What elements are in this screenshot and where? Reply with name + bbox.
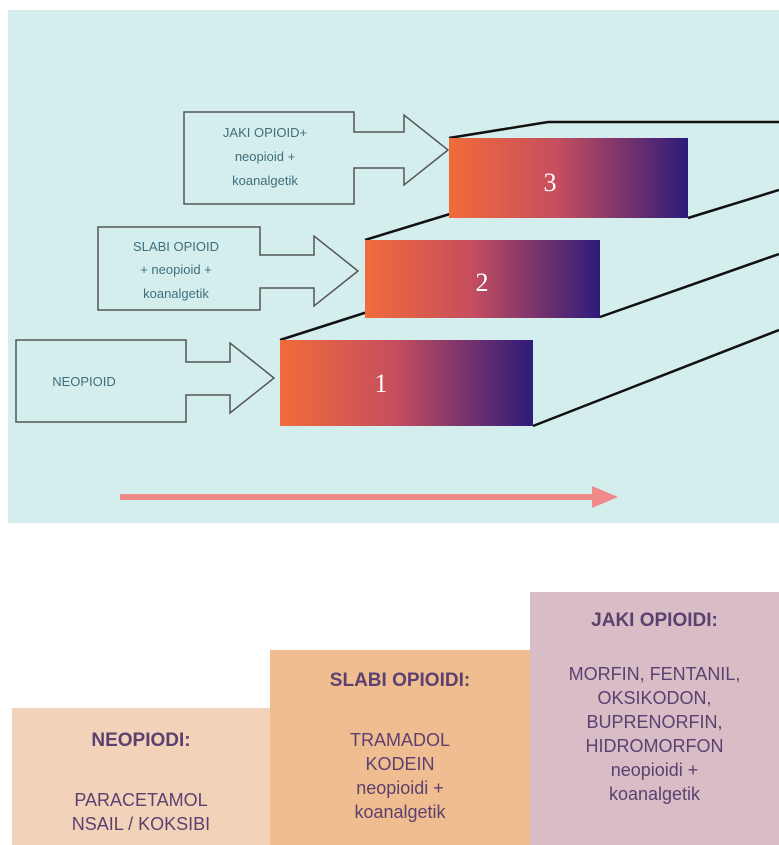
step-2: 2 xyxy=(365,240,600,318)
block-line: neopioidi + xyxy=(356,778,444,798)
pain-ladder-diagram: 1 2 3 JAKI OPIOID+ neopioid + koanalgeti… xyxy=(8,10,779,523)
callout-arrow-shape xyxy=(97,226,360,311)
callout-line: SLABI OPIOID xyxy=(133,239,219,254)
step-2-face xyxy=(365,240,600,318)
block-line: BUPRENORFIN, xyxy=(586,712,723,732)
block-line: NSAIL / KOKSIBI xyxy=(71,814,211,834)
block-line: neopioidi + xyxy=(610,760,699,780)
step-3: 3 xyxy=(449,138,688,218)
step-1: 1 xyxy=(280,340,533,426)
step-block-jaki-opioidi: JAKI OPIOIDI: MORFIN, FENTANIL, OKSIKODO… xyxy=(530,592,779,845)
step-block-slabi-opioidi: SLABI OPIOIDI: TRAMADOL KODEIN neopioidi… xyxy=(270,650,530,845)
step-3-face xyxy=(449,138,688,218)
stairs-illustration: 1 2 3 JAKI OPIOID+ neopioid + koanalgeti… xyxy=(15,111,779,508)
callout-arrow-shape xyxy=(183,111,450,205)
block-line: OKSIKODON, xyxy=(597,688,712,708)
callout-line: koanalgetik xyxy=(143,286,209,301)
block-line: HIDROMORFON xyxy=(585,736,724,756)
step-2-number: 2 xyxy=(476,268,489,297)
block-heading: SLABI OPIOIDI: xyxy=(329,670,471,691)
block-line: MORFIN, FENTANIL, xyxy=(568,664,741,684)
block-line: TRAMADOL xyxy=(349,730,450,750)
stair-outline xyxy=(279,120,779,428)
callout-line: JAKI OPIOID+ xyxy=(223,125,307,140)
callout-slabi-opioid: SLABI OPIOID + neopioid + koanalgetik xyxy=(97,226,360,311)
step-block-neopiodi: NEOPIODI: PARACETAMOL NSAIL / KOKSIBI xyxy=(12,708,270,845)
step-1-number: 1 xyxy=(375,369,388,398)
block-line: koanalgetik xyxy=(354,802,446,822)
callout-line: neopioid + xyxy=(235,149,295,164)
block-line: KODEIN xyxy=(365,754,435,774)
block-heading: NEOPIODI: xyxy=(91,730,191,751)
block-line: koanalgetik xyxy=(608,784,701,804)
callout-line: + neopioid + xyxy=(140,262,212,277)
callout-neopioid: NEOPIOID xyxy=(15,339,276,423)
step-1-face xyxy=(280,340,533,426)
block-heading: JAKI OPIOIDI: xyxy=(591,610,718,631)
block-line: PARACETAMOL xyxy=(74,790,208,810)
callout-line: NEOPIOID xyxy=(52,374,116,389)
callout-arrow-shape xyxy=(15,339,276,423)
callout-jaki-opioid: JAKI OPIOID+ neopioid + koanalgetik xyxy=(183,111,450,205)
progression-arrow xyxy=(120,486,618,508)
step-3-number: 3 xyxy=(544,168,557,197)
callout-line: koanalgetik xyxy=(232,173,298,188)
